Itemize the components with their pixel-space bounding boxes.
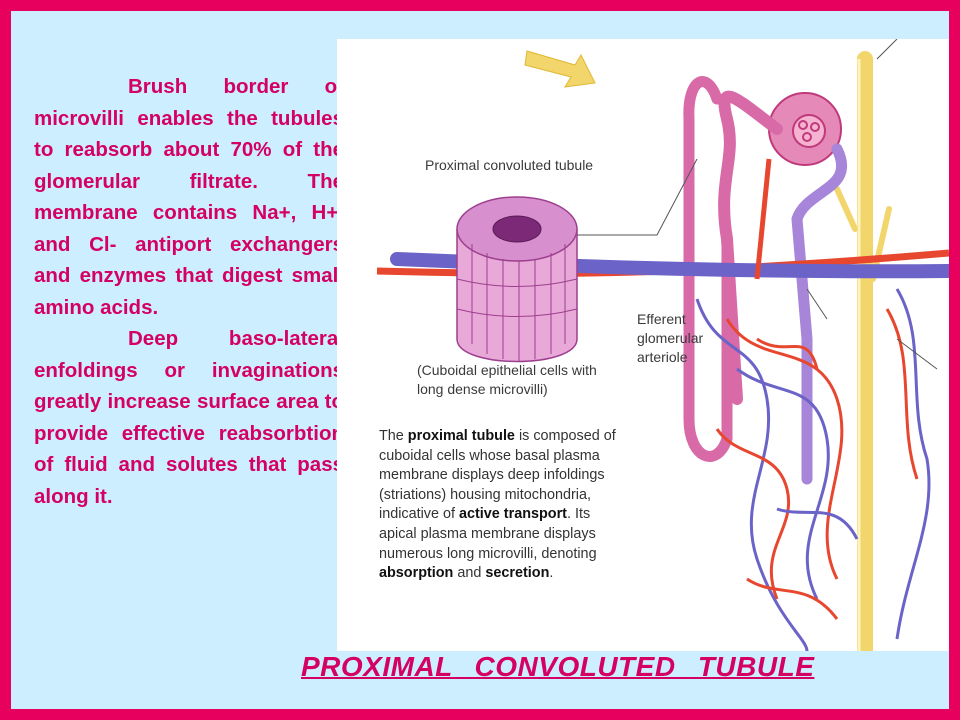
label-efferent-arteriole: Efferent glomerular arteriole bbox=[637, 310, 703, 367]
body-paragraph-2: Deep baso-lateral enfoldings or invagina… bbox=[34, 327, 344, 508]
body-paragraph-1: Brush border of microvilli enables the t… bbox=[34, 75, 344, 319]
nephron-illustration bbox=[376, 39, 949, 651]
arrow-icon bbox=[524, 50, 596, 88]
body-text: Brush border of microvilli enables the t… bbox=[34, 71, 344, 512]
caption-line-2: long dense microvilli) bbox=[417, 381, 548, 397]
slide-title: PROXIMAL CONVOLUTED TUBULE bbox=[301, 651, 815, 682]
figure-description: The proximal tubule is composed of cuboi… bbox=[379, 428, 616, 582]
glomerulus bbox=[792, 114, 826, 148]
caption-line-1: (Cuboidal epithelial cells with bbox=[417, 362, 597, 378]
cuboidal-cell-cylinder bbox=[456, 196, 578, 363]
slide: Brush border of microvilli enables the t… bbox=[11, 11, 949, 709]
label-line-1: Efferent bbox=[637, 311, 686, 327]
label-line-2: glomerular bbox=[637, 330, 704, 346]
capillary-network bbox=[695, 288, 931, 651]
loop-of-henle bbox=[683, 76, 733, 462]
distal-tubule bbox=[791, 143, 848, 485]
proximal-tubule bbox=[718, 90, 783, 405]
label-proximal-convoluted-tubule: Proximal convoluted tubule bbox=[425, 157, 594, 173]
label-line-3: arteriole bbox=[637, 349, 688, 365]
caption-cuboidal-cells: (Cuboidal epithelial cells with long den… bbox=[417, 361, 597, 399]
nephron-figure: Proximal convoluted tubule (Cuboidal epi… bbox=[337, 39, 949, 651]
